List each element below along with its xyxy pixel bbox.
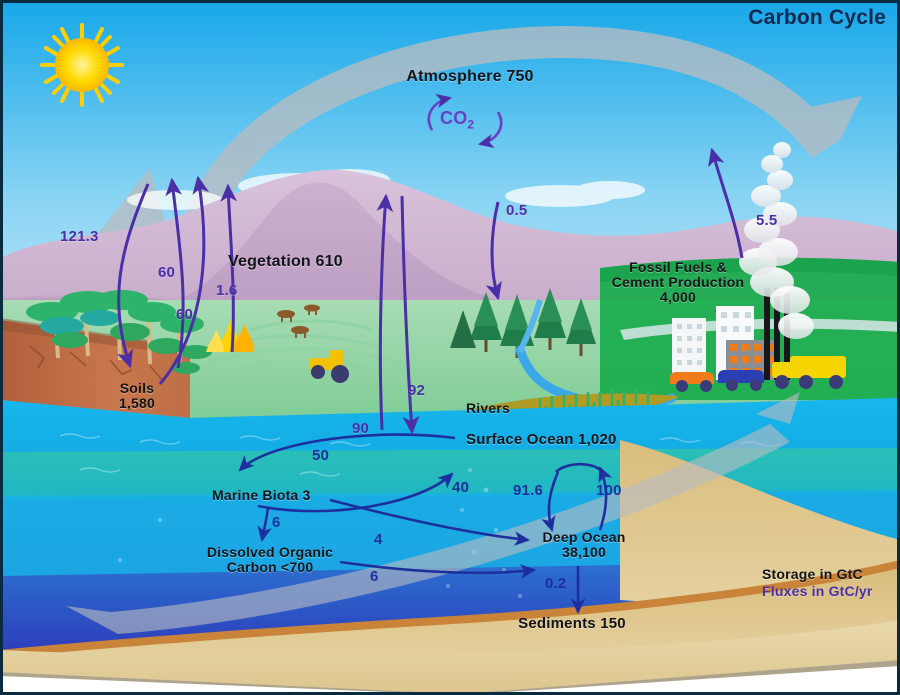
root-lines <box>29 345 165 383</box>
co2-subscript: 2 <box>467 117 475 132</box>
legend-storage: Storage in GtC <box>762 566 863 582</box>
label-fossil-fuels: Fossil Fuels & Cement Production 4,000 <box>611 259 745 306</box>
flux-60-vegetation: 60 <box>158 264 176 281</box>
flux-1-6: 1.6 <box>216 282 238 299</box>
flux-100: 100 <box>596 482 622 499</box>
cattle <box>277 304 320 338</box>
legend-fluxes: Fluxes in GtC/yr <box>762 583 873 599</box>
label-soils: Soils 1,580 <box>118 380 156 412</box>
flux-arrows-land <box>117 147 744 435</box>
sun-icon <box>40 23 124 107</box>
flux-4: 4 <box>374 531 383 548</box>
fire-icon <box>206 320 254 352</box>
flux-5-5: 5.5 <box>756 212 778 229</box>
flux-0-5: 0.5 <box>506 202 528 219</box>
label-co2: CO2 <box>440 108 474 132</box>
flux-50: 50 <box>312 447 330 464</box>
flux-60-soils: 60 <box>176 306 194 323</box>
label-vegetation: Vegetation 610 <box>228 253 343 270</box>
surface-ocean-layer <box>0 398 900 454</box>
label-doc-line2: Carbon <700 <box>226 559 314 576</box>
label-surface-ocean: Surface Ocean 1,020 <box>466 431 617 448</box>
flux-92: 92 <box>408 382 426 399</box>
flux-90: 90 <box>352 420 370 437</box>
label-fossil-line2: Cement Production <box>611 274 745 291</box>
label-soils-line1: Soils <box>119 380 155 396</box>
river-upper <box>517 299 543 354</box>
smoke-plume <box>739 142 814 339</box>
flux-0-2: 0.2 <box>545 575 567 592</box>
flux-6-doc: 6 <box>370 568 379 585</box>
mountain-front <box>150 182 500 320</box>
label-atmosphere: Atmosphere 750 <box>406 68 534 85</box>
flux-arrows-ocean <box>238 433 613 615</box>
flux-91-6: 91.6 <box>513 482 543 499</box>
label-deep-ocean-line2: 38,100 <box>561 544 607 561</box>
seabed-crust <box>0 560 900 660</box>
truck <box>790 356 846 378</box>
label-doc-line1: Dissolved Organic <box>206 544 334 560</box>
page-title: Carbon Cycle <box>748 6 886 29</box>
flux-40: 40 <box>452 479 470 496</box>
label-dissolved-organic-carbon: Dissolved Organic Carbon <700 <box>206 544 334 576</box>
block-front-face <box>0 620 900 694</box>
label-fossil-line1: Fossil Fuels & <box>629 259 727 275</box>
cars <box>670 370 764 392</box>
co2-text: CO <box>440 108 468 128</box>
co2-circulation-arrows <box>427 93 503 149</box>
label-fossil-line3: 4,000 <box>659 289 697 306</box>
flux-121-3: 121.3 <box>60 228 99 245</box>
label-rivers: Rivers <box>466 400 511 416</box>
label-deep-ocean: Deep Ocean 38,100 <box>542 529 626 561</box>
gray-sediment-arrow <box>66 392 800 634</box>
label-sediments: Sediments 150 <box>518 615 626 632</box>
label-deep-ocean-line1: Deep Ocean <box>542 529 626 545</box>
city-industry <box>670 142 846 392</box>
label-soils-line2: 1,580 <box>118 395 156 412</box>
flux-6-biota: 6 <box>272 514 281 531</box>
rainforest-trees <box>26 290 212 374</box>
tractor <box>310 350 349 383</box>
label-marine-biota: Marine Biota 3 <box>212 487 311 503</box>
